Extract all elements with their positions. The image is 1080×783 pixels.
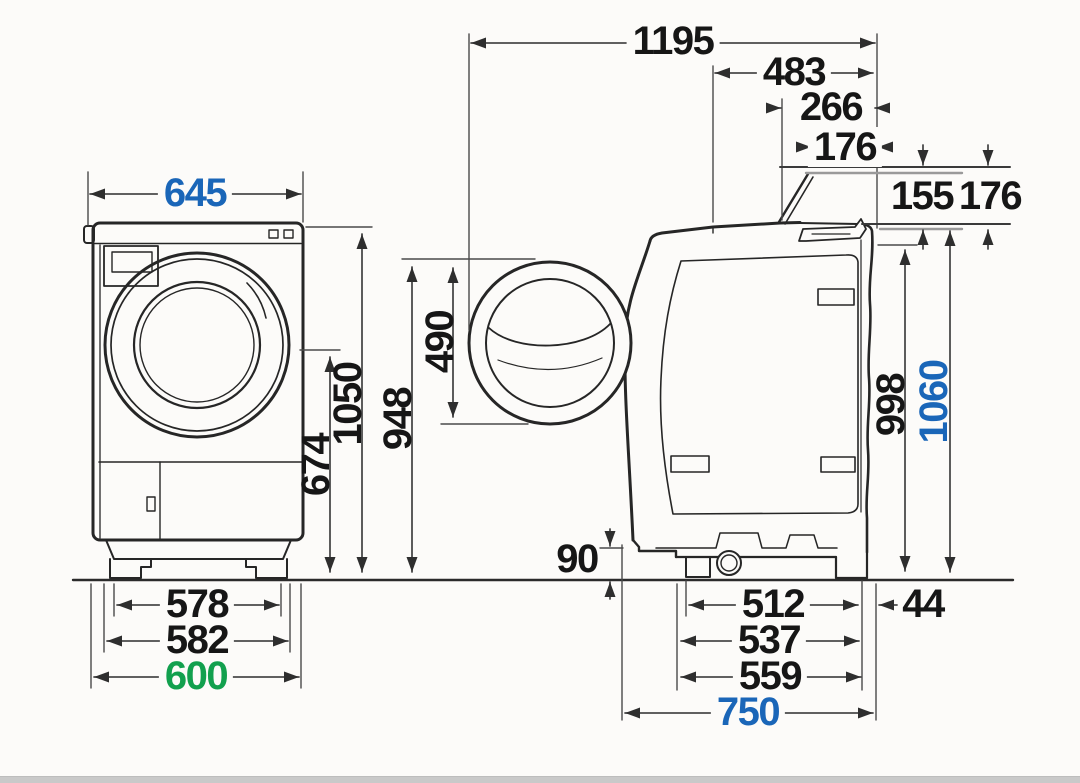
dim-label-base-depth-outer: 559 bbox=[732, 656, 808, 696]
dim-label-front-width: 645 bbox=[157, 173, 233, 213]
dim-label-lid-height-a: 155 bbox=[890, 174, 955, 218]
front-view-outline bbox=[83, 221, 305, 579]
side-view-outline bbox=[467, 172, 874, 580]
dim-label-top-depth: 483 bbox=[756, 52, 832, 92]
dim-label-overall-width: 600 bbox=[158, 656, 234, 696]
dim-label-door-diameter: 490 bbox=[418, 310, 462, 374]
dim-label-body-depth: 750 bbox=[710, 692, 786, 732]
dim-label-door-center-height: 674 bbox=[294, 433, 338, 497]
dim-label-lid-top-depth: 176 bbox=[807, 127, 883, 167]
dim-label-base-depth-mid: 537 bbox=[731, 620, 807, 660]
dim-label-door-top-height: 948 bbox=[376, 387, 420, 451]
dim-label-depth-total: 1195 bbox=[626, 21, 720, 61]
dim-label-feet-depth: 512 bbox=[735, 584, 811, 624]
dim-label-rear-height: 998 bbox=[869, 373, 913, 437]
dim-label-rear-clearance: 44 bbox=[902, 582, 945, 626]
dim-label-lid-open-depth: 266 bbox=[793, 87, 869, 127]
dim-label-lid-height-b: 176 bbox=[958, 174, 1023, 218]
dim-label-open-lid-height: 1060 bbox=[912, 360, 956, 444]
dim-label-base-width: 582 bbox=[159, 620, 235, 660]
footer-bar bbox=[0, 776, 1080, 783]
dim-label-front-clearance: 90 bbox=[556, 537, 599, 581]
dim-label-feet-width: 578 bbox=[159, 584, 235, 624]
